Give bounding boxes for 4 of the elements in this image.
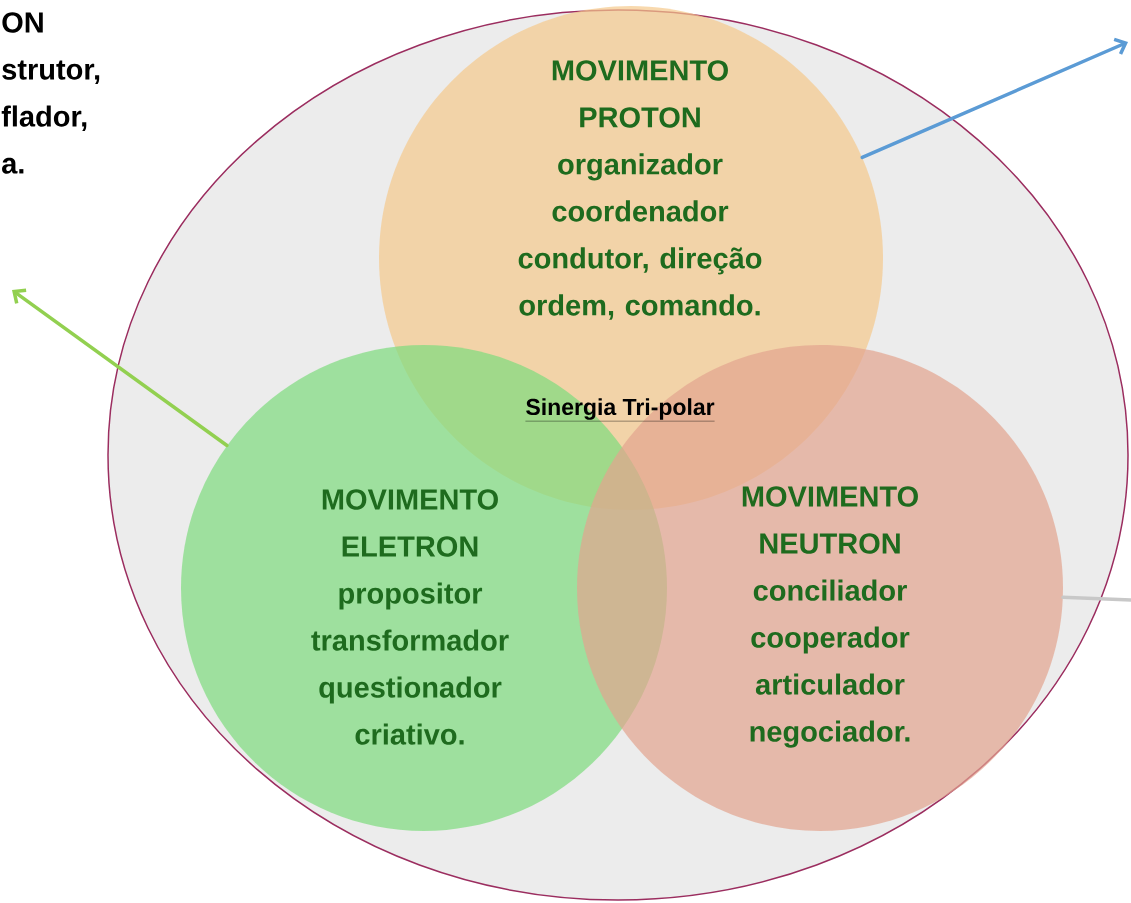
- center-title: Sinergia Tri-polar: [525, 398, 715, 422]
- cut-off-text: ON strutor, flador, a.: [1, 12, 100, 174]
- arrow: [860, 37, 1128, 160]
- arrow: [12, 288, 229, 448]
